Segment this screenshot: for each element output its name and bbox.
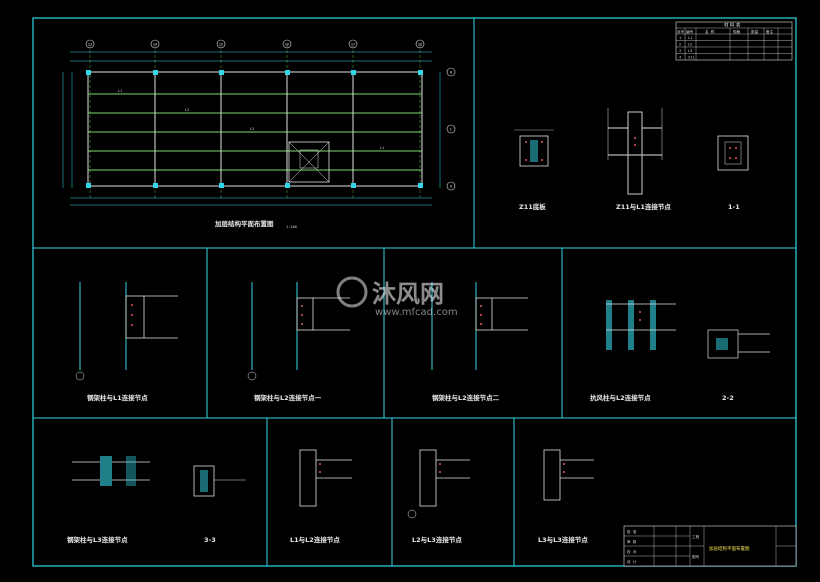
title-block-row: 设 计 xyxy=(627,559,637,564)
table-cell: Z11 xyxy=(688,56,695,60)
grid-label-25: 25 xyxy=(219,43,223,47)
detail-section-1-1: 1-1 xyxy=(717,135,749,211)
title-block-row: 审 核 xyxy=(627,539,637,544)
beam-tag: L1 xyxy=(118,89,122,93)
detail-z11-base: Z11底板 xyxy=(514,129,554,211)
grid-label-27: 27 xyxy=(351,43,355,47)
detail-col-l2-2: 钢架柱与L2连接节点二 xyxy=(431,282,528,402)
structural-floor-plan: 23 24 25 26 27 28 B C D L1 L2 L3 L1 加层结构… xyxy=(62,39,456,229)
detail-title-3-3: 3-3 xyxy=(204,536,216,544)
grid-label-c: C xyxy=(450,128,452,132)
table-header: 规格 xyxy=(733,29,741,34)
table-cell: L3 xyxy=(688,49,692,53)
grid-label-24: 24 xyxy=(153,43,157,47)
detail-title-col-l2-2: 钢架柱与L2连接节点二 xyxy=(432,393,500,402)
grid-label-28: 28 xyxy=(418,43,422,47)
title-block: 批 准 审 核 校 对 设 计 工程 图号 加层结构平面布置图 xyxy=(623,525,797,567)
table-cell: L2 xyxy=(688,43,692,47)
watermark-url: www.mfcad.com xyxy=(375,307,458,318)
table-header: 序号 xyxy=(677,29,685,34)
sheet-border xyxy=(32,17,797,567)
title-block-row: 批 准 xyxy=(627,529,637,534)
detail-col-l2-1: 钢架柱与L2连接节点一 xyxy=(247,282,350,402)
watermark-brand: 沐风网 xyxy=(372,280,444,308)
beam-tag: L2 xyxy=(185,108,189,112)
table-cell: 3 xyxy=(679,49,681,53)
material-table-title: 材 料 表 xyxy=(724,22,741,29)
detail-title-z11-l1: Z11与L1连接节点 xyxy=(616,202,671,211)
panel-dividers xyxy=(33,18,796,566)
beam-tag: L3 xyxy=(250,127,254,131)
detail-section-3-3: 3-3 xyxy=(193,465,246,544)
material-table: 材 料 表 序号 编号 名 称 规格 数量 备注 1 L1 2 L2 3 L3 … xyxy=(675,22,793,61)
beam-tag: L1 xyxy=(380,146,384,150)
detail-l2-l3: L2与L3连接节点 xyxy=(407,449,470,544)
detail-col-l1: 钢架柱与L1连接节点 xyxy=(75,282,178,402)
detail-title-l1-l2: L1与L2连接节点 xyxy=(290,535,340,544)
table-header: 备注 xyxy=(766,29,774,34)
detail-title-col-l2-1: 钢架柱与L2连接节点一 xyxy=(254,393,322,402)
plan-title: 加层结构平面布置图 xyxy=(214,219,274,228)
detail-l3-l3: L3与L3连接节点 xyxy=(538,449,594,544)
title-block-row: 校 对 xyxy=(627,549,637,554)
detail-title-col-l1: 钢架柱与L1连接节点 xyxy=(87,393,148,402)
detail-title-1-1: 1-1 xyxy=(728,203,740,211)
watermark: 沐风网 www.mfcad.com xyxy=(336,276,458,318)
title-block-drawing-name: 加层结构平面布置图 xyxy=(709,545,750,552)
grid-label-23: 23 xyxy=(88,43,92,47)
table-cell: 1 xyxy=(679,36,681,40)
table-header: 编号 xyxy=(686,29,694,34)
grid-label-d: D xyxy=(450,185,452,189)
grid-label-b: B xyxy=(450,71,452,75)
detail-col-l3: 钢架柱与L3连接节点 xyxy=(67,456,150,544)
detail-title-wind-l2: 抗风柱与L2连接节点 xyxy=(590,393,651,402)
detail-title-z11-base: Z11底板 xyxy=(519,202,546,211)
table-cell: 2 xyxy=(679,43,681,47)
table-header: 数量 xyxy=(751,29,759,34)
plan-scale: 1:100 xyxy=(286,225,297,229)
grid-label-26: 26 xyxy=(285,43,289,47)
detail-section-2-2: 2-2 xyxy=(707,329,770,402)
detail-z11-l1: Z11与L1连接节点 xyxy=(607,108,671,211)
title-block-label: 工程 xyxy=(692,534,700,539)
detail-title-l3-l3: L3与L3连接节点 xyxy=(538,535,588,544)
detail-title-2-2: 2-2 xyxy=(722,394,734,402)
title-block-label: 图号 xyxy=(692,554,700,559)
table-cell: L1 xyxy=(688,36,692,40)
table-header: 名 称 xyxy=(705,29,715,34)
detail-title-col-l3: 钢架柱与L3连接节点 xyxy=(67,535,128,544)
detail-wind-l2: 抗风柱与L2连接节点 xyxy=(590,300,676,402)
watermark-logo-icon xyxy=(336,276,368,308)
table-cell: 4 xyxy=(679,56,681,60)
detail-l1-l2: L1与L2连接节点 xyxy=(290,449,352,544)
detail-title-l2-l3: L2与L3连接节点 xyxy=(412,535,462,544)
